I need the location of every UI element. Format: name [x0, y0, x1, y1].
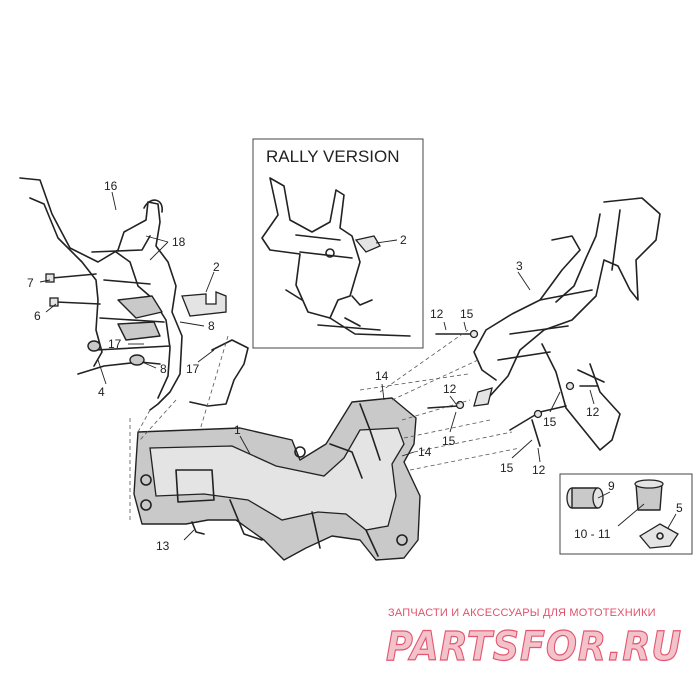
strut-item-4 [77, 340, 161, 375]
assembly-dash-lines [129, 329, 521, 520]
inset-frame [252, 138, 424, 349]
callout-2: 2 [213, 260, 220, 274]
callout-15-c: 15 [543, 415, 557, 429]
callout-12-a: 12 [430, 307, 444, 321]
rally-version-inset: RALLY VERSION 2 [252, 138, 424, 349]
rear-bolts-12-15 [427, 329, 599, 447]
callout-6: 6 [34, 309, 41, 323]
watermark: ЗАПЧАСТИ И АКСЕССУАРЫ ДЛЯ МОТОТЕХНИКИ PA… [385, 607, 682, 671]
callout-10-11: 10 - 11 [574, 527, 611, 541]
callout-17-right: 17 [186, 362, 200, 376]
hardware-detail-box [559, 473, 693, 555]
callout-3: 3 [516, 259, 523, 273]
callout-12-d: 12 [532, 463, 546, 477]
callout-1: 1 [234, 423, 241, 437]
callout-5: 5 [676, 501, 683, 515]
bracket-item-2 [181, 291, 227, 317]
callout-16: 16 [104, 179, 118, 193]
callout-8-upper: 8 [208, 319, 215, 333]
watermark-subtitle: ЗАПЧАСТИ И АКСЕССУАРЫ ДЛЯ МОТОТЕХНИКИ [388, 607, 656, 619]
callout-4: 4 [98, 385, 105, 399]
main-frame [133, 397, 421, 561]
watermark-logo: PARTSFOR.RU [386, 624, 682, 670]
callout-15-b: 15 [442, 434, 456, 448]
rod-item-17 [189, 339, 249, 407]
callout-7: 7 [27, 276, 34, 290]
bolts-6-7 [45, 273, 101, 307]
rear-subframe [473, 197, 661, 451]
callout-15-a: 15 [460, 307, 474, 321]
bush-item-10-11 [634, 479, 664, 511]
callout-numbers: 16 18 2 7 6 8 17 8 4 17 3 12 15 14 12 15… [27, 179, 683, 553]
callout-18: 18 [172, 235, 186, 249]
callout-14-b: 14 [418, 445, 432, 459]
callout-12-b: 12 [443, 382, 457, 396]
bush-item-9 [566, 487, 604, 509]
leader-lines [39, 191, 677, 541]
inset-title: RALLY VERSION [266, 147, 400, 166]
callout-17-left: 17 [108, 337, 122, 351]
callout-13: 13 [156, 539, 170, 553]
callout-12-c: 12 [586, 405, 600, 419]
clip-item-5 [639, 523, 679, 549]
inset-callout-2: 2 [400, 233, 407, 247]
rally-front-bracket [261, 177, 411, 337]
callout-9: 9 [608, 479, 615, 493]
front-fairing-bracket [19, 177, 183, 411]
callout-14-a: 14 [375, 369, 389, 383]
callout-8-lower: 8 [160, 362, 167, 376]
callout-15-d: 15 [500, 461, 514, 475]
